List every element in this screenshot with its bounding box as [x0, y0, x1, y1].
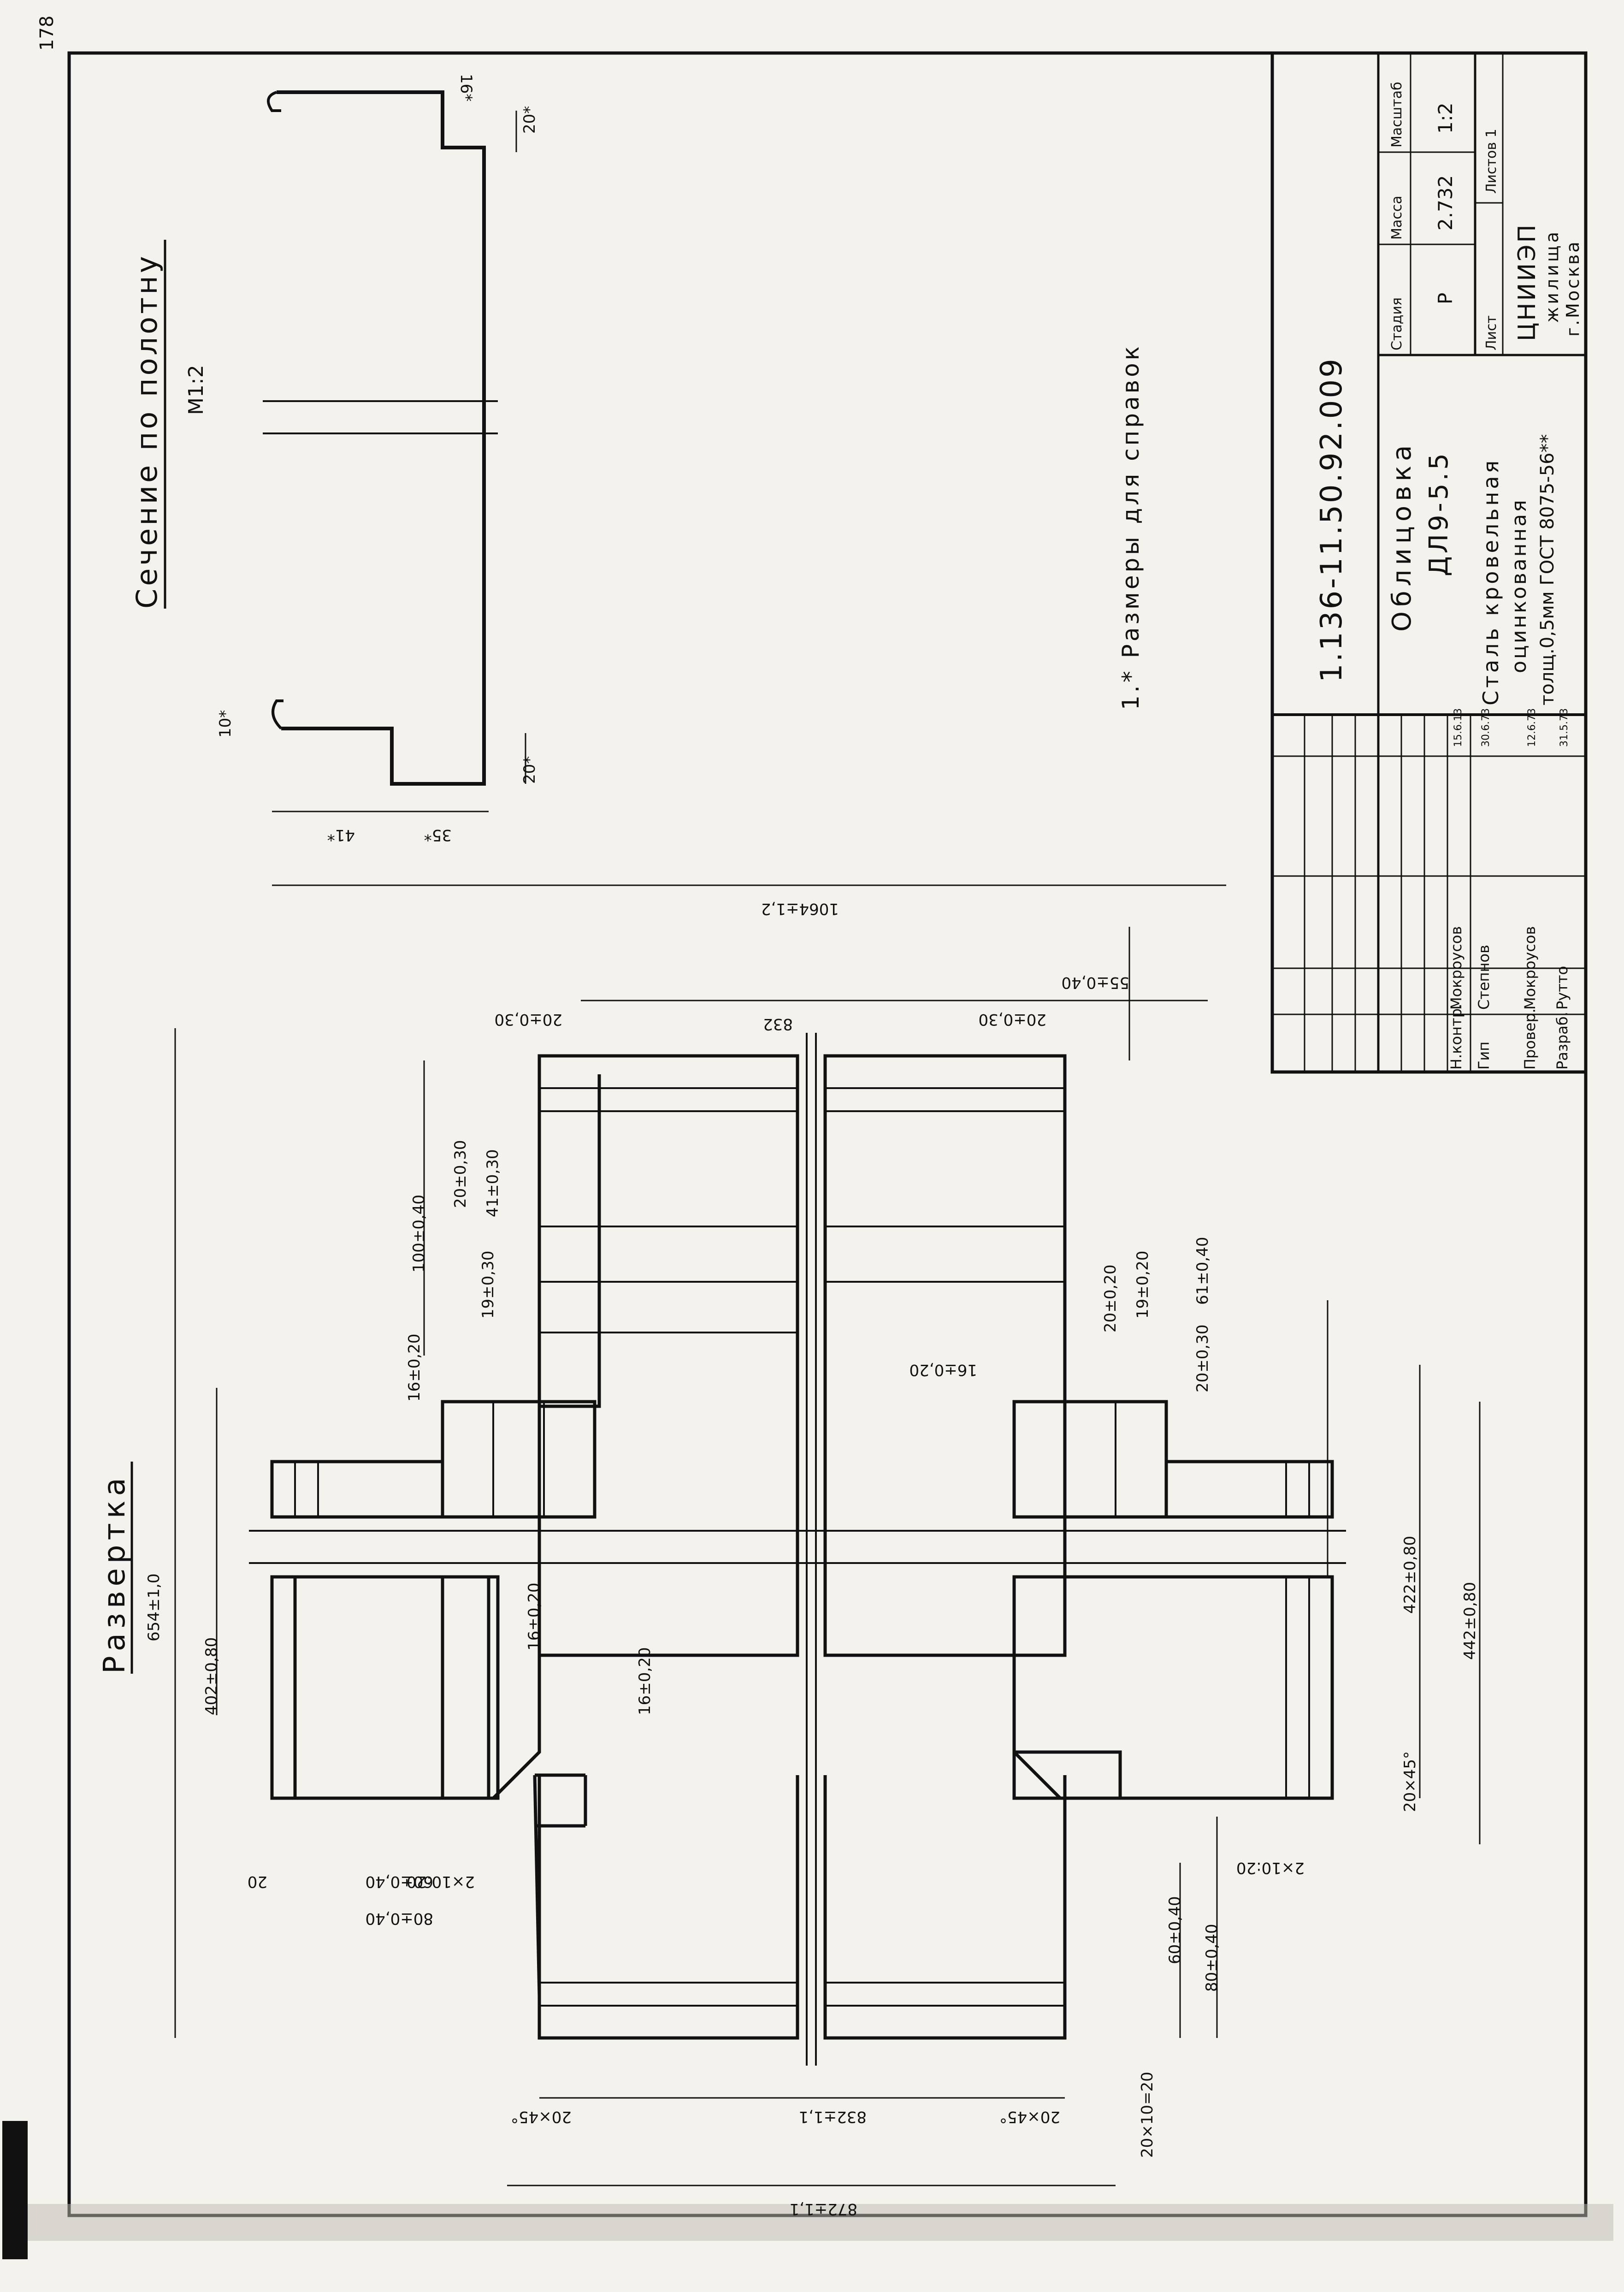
section-dim-35: 35*: [424, 826, 452, 844]
dim-16-a: 16±0,20: [405, 1334, 424, 1402]
section-view: Сечение по полотну М1:2 16* 20* 10* 20* …: [130, 74, 1226, 918]
dim-80-left: 80±0,40: [366, 1909, 433, 1928]
dim-20-30-a: 20±0,30: [451, 1140, 470, 1208]
dim-61: 61±0,40: [1193, 1237, 1212, 1305]
note-text: 1.* Размеры для справок: [1117, 344, 1144, 710]
section-title: Сечение по полотну: [130, 254, 164, 609]
sign-role-2: Гип: [1475, 1042, 1493, 1070]
sign-role-4: Разраб.: [1553, 1012, 1571, 1070]
dim-100: 100±0,40: [410, 1195, 428, 1273]
panel-a-lower: [537, 1775, 799, 2040]
col-scale: Масштаб: [1389, 82, 1405, 148]
title-block: 1.136-11.50.92.009 Облицовка ДЛ9-5.5 Ста…: [1270, 51, 1588, 1074]
sign-date-3: 12.6.73: [1526, 708, 1538, 747]
panel-b-outline: [823, 1054, 1067, 1657]
sign-name-2: Степнов: [1475, 945, 1493, 1010]
dim-442: 442±0,80: [1461, 1582, 1479, 1660]
part-name-1: Облицовка: [1387, 441, 1417, 632]
upper-left-notch: [533, 1773, 587, 1997]
sign-date-4: 31.5.73: [1559, 708, 1570, 747]
dim-20x45: 20×45°: [1401, 1751, 1419, 1812]
sheet-label: Лист: [1483, 315, 1500, 350]
dim-20-20: 20±0,20: [1101, 1265, 1120, 1333]
dim-20x45-l: 20×45°: [511, 2108, 572, 2126]
mass-value: 2.732: [1434, 175, 1457, 231]
sign-name-3: Мокроусов: [1521, 926, 1539, 1010]
dim-19-a: 19±0,30: [479, 1251, 497, 1319]
dim-60-right: 60±0,40: [1166, 1896, 1184, 1964]
stage-value: Р: [1434, 293, 1457, 304]
col-stage: Стадия: [1389, 297, 1405, 350]
org-3: г.Москва: [1563, 240, 1583, 337]
dim-41: 41±0,30: [484, 1149, 502, 1217]
dim-60-left: 60±0,40: [366, 1872, 433, 1891]
dim-19-20: 19±0,20: [1134, 1251, 1152, 1319]
material-2: оцинкованная: [1507, 498, 1531, 673]
sign-role-3: Провер.: [1521, 1008, 1539, 1070]
sheets-label: Листов 1: [1483, 129, 1500, 194]
sheet-number: 178: [36, 16, 58, 51]
section-hems: [267, 91, 283, 730]
sign-role-1: Н.контр.: [1447, 1004, 1465, 1070]
sign-name-1: Мокроусов: [1447, 926, 1465, 1010]
part-name-2: ДЛ9-5.5: [1424, 450, 1454, 576]
dim-80-right: 80±0,40: [1203, 1924, 1221, 1992]
development-title: Развертка: [98, 1473, 132, 1674]
scan-binder-mark: [2, 2121, 28, 2259]
section-dim-16: 16*: [457, 74, 475, 101]
section-profile: [277, 90, 486, 786]
dim-422: 422±0,80: [1401, 1536, 1419, 1614]
dim-55: 55±0,40: [1062, 973, 1129, 992]
panel-a-outline: [537, 1054, 799, 1657]
dim-20-20-left: 20: [248, 1872, 267, 1891]
section-dim-10: 10*: [216, 710, 235, 738]
section-dim-20-top: 20*: [520, 106, 539, 134]
dim-832: 832: [763, 1015, 793, 1033]
dim-20x10x20: 20×10=20: [1138, 2072, 1157, 2158]
dim-2x10-right: 2×10:20: [1236, 1859, 1305, 1877]
dim-16-d: 16±0,20: [909, 1361, 977, 1379]
dim-20-30-c: 20±0,30: [1193, 1325, 1212, 1392]
dim-16-c: 16±0,20: [636, 1647, 654, 1715]
scale-value: 1:2: [1434, 102, 1457, 134]
org-2: жилища: [1542, 229, 1562, 323]
dim-overall-width: 654±1,0: [145, 1574, 163, 1641]
dim-20x45-r: 20×45°: [999, 2108, 1060, 2126]
sign-date-1: 15.6.13: [1453, 708, 1464, 747]
org-1: ЦНИИЭП: [1513, 223, 1541, 341]
panel-b-lower: [823, 1775, 1067, 2040]
section-dim-20-bottom: 20*: [520, 756, 539, 784]
sign-date-2: 30.6.73: [1480, 708, 1492, 747]
dim-872: 872±1,1: [790, 2200, 857, 2218]
section-dim-1064: 1064±1,2: [761, 900, 839, 918]
section-scale: М1:2: [184, 365, 208, 415]
doc-code: 1.136-11.50.92.009: [1315, 357, 1349, 682]
dim-20-30-b: 20±0,30: [495, 1010, 562, 1029]
dim-402: 402±0,80: [202, 1637, 221, 1715]
dim-832-1: 832±1,1: [799, 2108, 867, 2126]
material-1: Сталь кровельная: [1478, 458, 1503, 705]
scan-edge: [9, 2204, 1613, 2241]
sign-name-4: Рутто: [1553, 966, 1571, 1010]
material-3: толщ.0,5мм ГОСТ 8075-56**: [1537, 434, 1558, 706]
dim-20-30-d: 20±0,30: [979, 1010, 1046, 1029]
development-view: Развертка 654±1,0: [98, 927, 1481, 2218]
col-mass: Масса: [1389, 195, 1405, 240]
dim-2x10-left: 2×10:20: [407, 1872, 475, 1891]
dim-16-b: 16±0,20: [525, 1583, 543, 1651]
section-dim-41: 41*: [327, 826, 355, 844]
